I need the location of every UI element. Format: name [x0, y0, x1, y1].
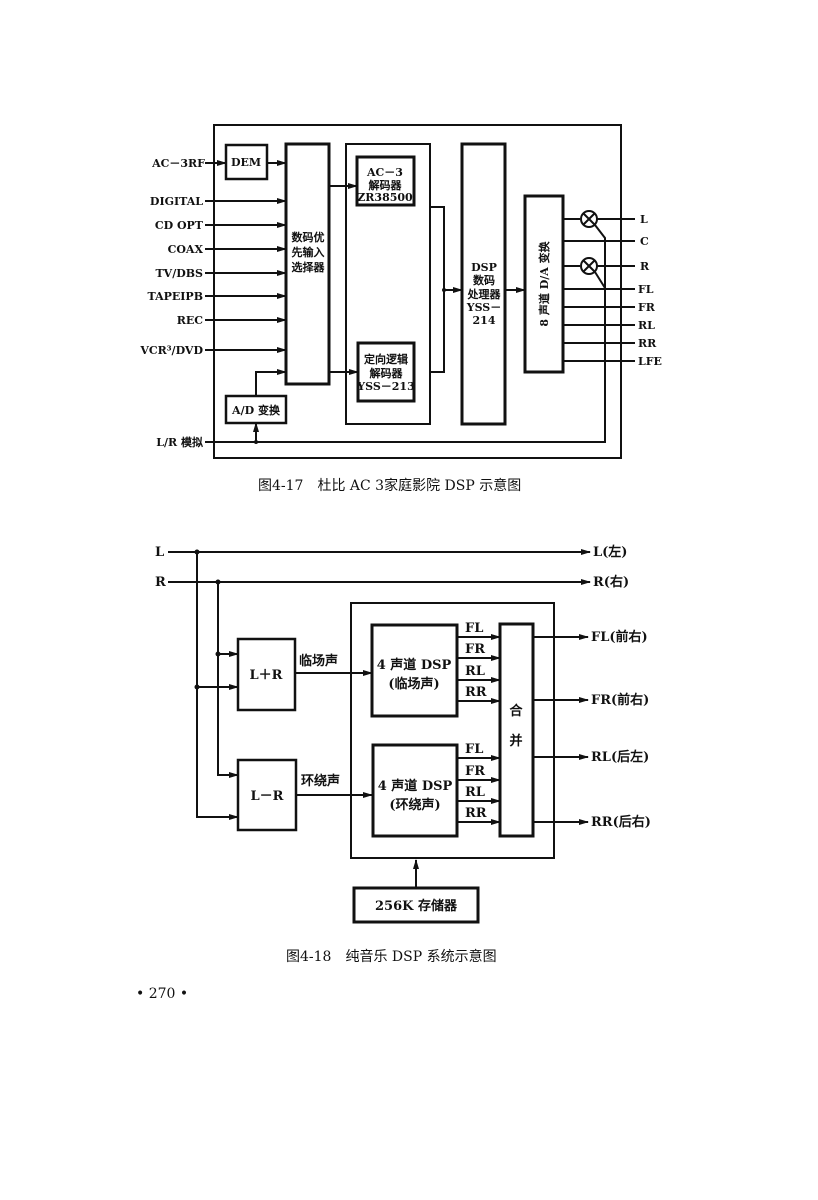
ad-label: A/D 变换 [231, 403, 281, 417]
difference-block [236, 758, 298, 832]
decoder-group [345, 143, 431, 425]
channel-label: RR [465, 806, 487, 821]
channel-label: FL [465, 742, 483, 757]
logic-decoder-label: 解码器 [370, 366, 404, 380]
dsp-label: YSS－ [466, 301, 502, 314]
input-label: CD OPT [155, 219, 204, 232]
sum-block [236, 637, 297, 712]
dsp-surround-label: 4 声道 DSP [378, 778, 453, 794]
input-label: TAPEIPB [148, 290, 204, 303]
ac3-decoder-label: ZR38500 [357, 191, 413, 204]
channel-label: FR [465, 642, 485, 657]
dem-label: DEM [231, 156, 261, 169]
channel-label: RL [465, 785, 485, 800]
channel-label: RL [465, 664, 485, 679]
input-label: AC－3RF [151, 157, 205, 170]
input-label: L [155, 545, 164, 560]
ac3-decoder-block [355, 155, 416, 207]
output-label: L [640, 213, 648, 226]
da-label: 8 声道 D/A 变换 [537, 240, 551, 326]
input-label: REC [177, 314, 204, 327]
sum-block-label: L＋R [250, 668, 283, 683]
dsp-processor-block [460, 142, 507, 426]
ac3-decoder-label: AC－3 [366, 166, 403, 179]
memory-block [352, 886, 480, 924]
input-label: R [155, 575, 166, 590]
output-label: FL(前右) [591, 629, 648, 645]
output-label: RR(后右) [591, 814, 651, 830]
logic-decoder-label: 定向逻辑 [364, 352, 408, 366]
figure-4-18: L R L(左) R(右) L＋R 临场声 L－R 环绕声 4 声道 DSP (… [155, 544, 651, 965]
da-converter-block [523, 194, 565, 374]
output-label: C [640, 235, 649, 248]
selector-label: 先输入 [292, 245, 325, 259]
bypass-output-label: R(右) [593, 574, 629, 590]
output-label: RL(后左) [591, 749, 649, 765]
dsp-system-frame [350, 602, 555, 859]
channel-label: RR [465, 685, 487, 700]
output-label: FL [638, 283, 654, 296]
ac3-decoder-label: 解码器 [369, 178, 403, 192]
difference-block-label: L－R [251, 789, 284, 804]
dsp-surround-label: (环绕声) [389, 797, 440, 813]
selector-label: 选择器 [292, 260, 326, 274]
figure-4-17: AC－3RF DIGITAL CD OPT COAX TV/DBS TAPEIP… [139, 124, 662, 494]
output-label: RL [638, 319, 655, 332]
dsp-label: 数码 [473, 273, 495, 287]
memory-label: 256K 存储器 [375, 898, 458, 914]
input-label: COAX [168, 243, 204, 256]
dsp-ambience-label: 4 声道 DSP [377, 657, 452, 673]
selector-label: 数码优 [292, 230, 325, 244]
input-selector-block [284, 142, 331, 386]
outer-frame [213, 124, 622, 459]
merge-label: 并 [509, 733, 522, 749]
output-label: R [640, 260, 650, 273]
output-label: LFE [638, 355, 662, 368]
dsp-label: 处理器 [467, 287, 502, 301]
input-label: DIGITAL [150, 195, 203, 208]
figure-caption: 图4-17 杜比 AC 3家庭影院 DSP 示意图 [258, 477, 521, 494]
input-label: TV/DBS [155, 267, 203, 280]
merge-block [498, 622, 535, 838]
difference-signal-label: 环绕声 [301, 773, 340, 789]
dsp-ambience-block [370, 623, 459, 718]
input-label: VCR³/DVD [139, 344, 203, 357]
page-number: • 270 • [136, 986, 188, 1002]
input-label: L/R 模拟 [156, 435, 203, 449]
bypass-output-label: L(左) [593, 544, 627, 560]
output-label: RR [638, 337, 657, 350]
sum-signal-label: 临场声 [299, 653, 338, 669]
output-label: FR [638, 301, 656, 314]
dsp-surround-block [371, 743, 459, 838]
dsp-label: 214 [473, 314, 496, 327]
channel-label: FR [465, 764, 485, 779]
merge-label: 合 [509, 703, 523, 719]
channel-label: FL [465, 621, 483, 636]
dsp-label: DSP [471, 261, 497, 274]
logic-decoder-label: YSS－213 [356, 380, 414, 393]
output-label: FR(前右) [591, 692, 649, 708]
logic-decoder-block [356, 341, 416, 403]
dsp-ambience-label: (临场声) [388, 676, 439, 692]
figure-caption: 图4-18 纯音乐 DSP 系统示意图 [286, 948, 497, 965]
